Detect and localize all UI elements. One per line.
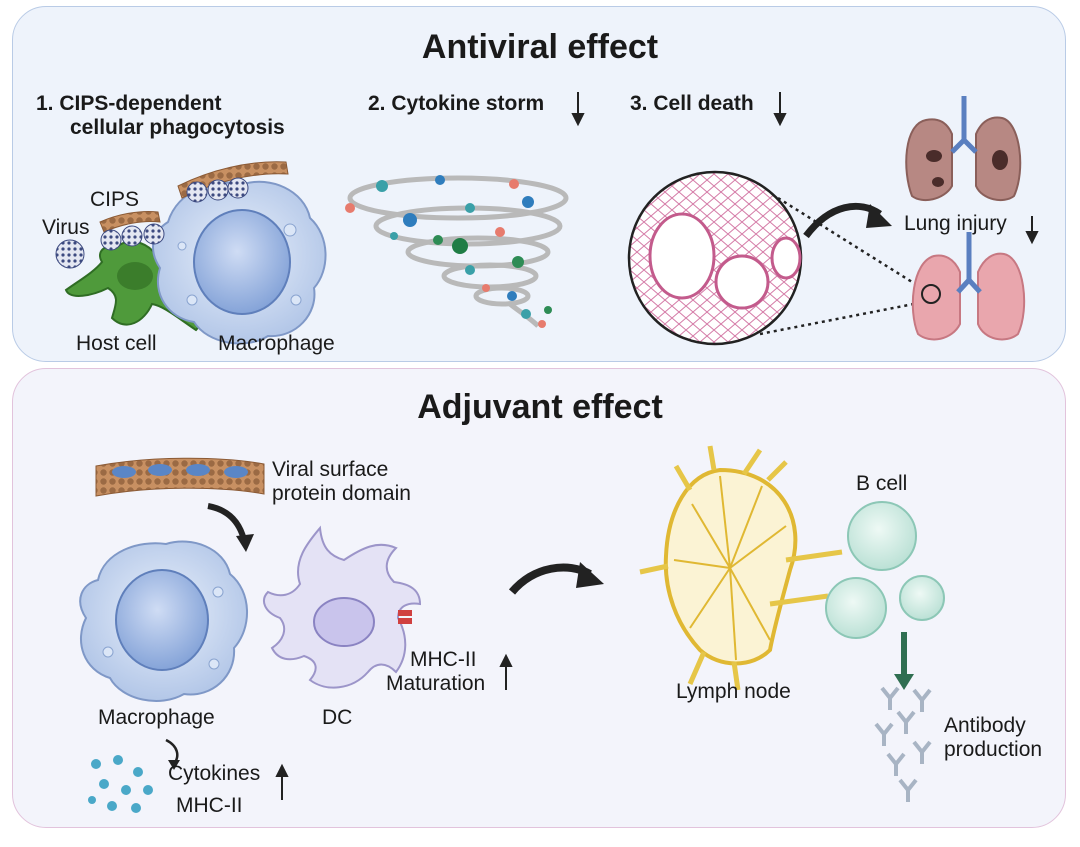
- cytokines-label: Cytokines: [168, 762, 261, 785]
- cips-label: CIPS: [90, 188, 140, 211]
- virus-label: Virus: [42, 216, 90, 239]
- cips-particle-band-small: [99, 211, 161, 233]
- antibody-label-line1: Antibody: [944, 714, 1026, 737]
- viral-surface-protein-band: [95, 457, 265, 497]
- dendritic-cell: [263, 525, 422, 689]
- arrow-head-cyt: [168, 760, 180, 770]
- arrow-head-ln: [576, 562, 604, 588]
- maturation-label: Maturation: [386, 672, 486, 695]
- down-arrow-icon: [571, 92, 1039, 245]
- macrophage-cell-bottom: [79, 540, 248, 702]
- adjuvant-title: Adjuvant effect: [417, 388, 663, 426]
- b-cell-label: B cell: [856, 472, 908, 495]
- cytokine-dots-bottom: [88, 755, 153, 813]
- step2-label: 2. Cytokine storm: [368, 92, 545, 115]
- antiviral-title: Antiviral effect: [421, 28, 659, 66]
- arrow-to-dc: [207, 503, 247, 541]
- antibodies: [874, 686, 932, 802]
- lung-injury-label: Lung injury: [904, 212, 1007, 235]
- arrow-head-lung: [866, 204, 892, 228]
- step1-label-line1: 1. CIPS-dependent: [36, 92, 222, 115]
- virus-particles: [55, 177, 249, 269]
- b-cells: [825, 501, 945, 639]
- dc-label: DC: [322, 706, 353, 729]
- up-arrow-icon: [275, 653, 513, 800]
- lymph-node-label: Lymph node: [676, 680, 791, 703]
- host-cell-label: Host cell: [76, 332, 157, 355]
- arrow-head-dc: [236, 534, 254, 552]
- step1-label-line2: cellular phagocytosis: [70, 116, 285, 139]
- zoom-line-top: [777, 196, 929, 294]
- viral-surface-label-line2: protein domain: [272, 482, 411, 505]
- step3-label: 3. Cell death: [630, 92, 754, 115]
- cytokine-dots: [345, 175, 552, 328]
- macrophage-label-top: Macrophage: [218, 332, 335, 355]
- mhc-ii-dc-label: MHC-II: [410, 648, 477, 671]
- viral-surface-label-line1: Viral surface: [272, 458, 389, 481]
- mhc-ii-mac-label: MHC-II: [176, 794, 243, 817]
- antibody-label-line2: production: [944, 738, 1043, 761]
- macrophage-cell-top: [152, 180, 327, 345]
- lung-tissue-magnified: [627, 170, 803, 346]
- down-arrow-green-icon: [894, 632, 914, 690]
- injured-lungs: [905, 96, 1022, 202]
- healthy-lungs: [911, 232, 1026, 341]
- macrophage-label-bottom: Macrophage: [98, 706, 215, 729]
- lymph-node: [639, 445, 843, 691]
